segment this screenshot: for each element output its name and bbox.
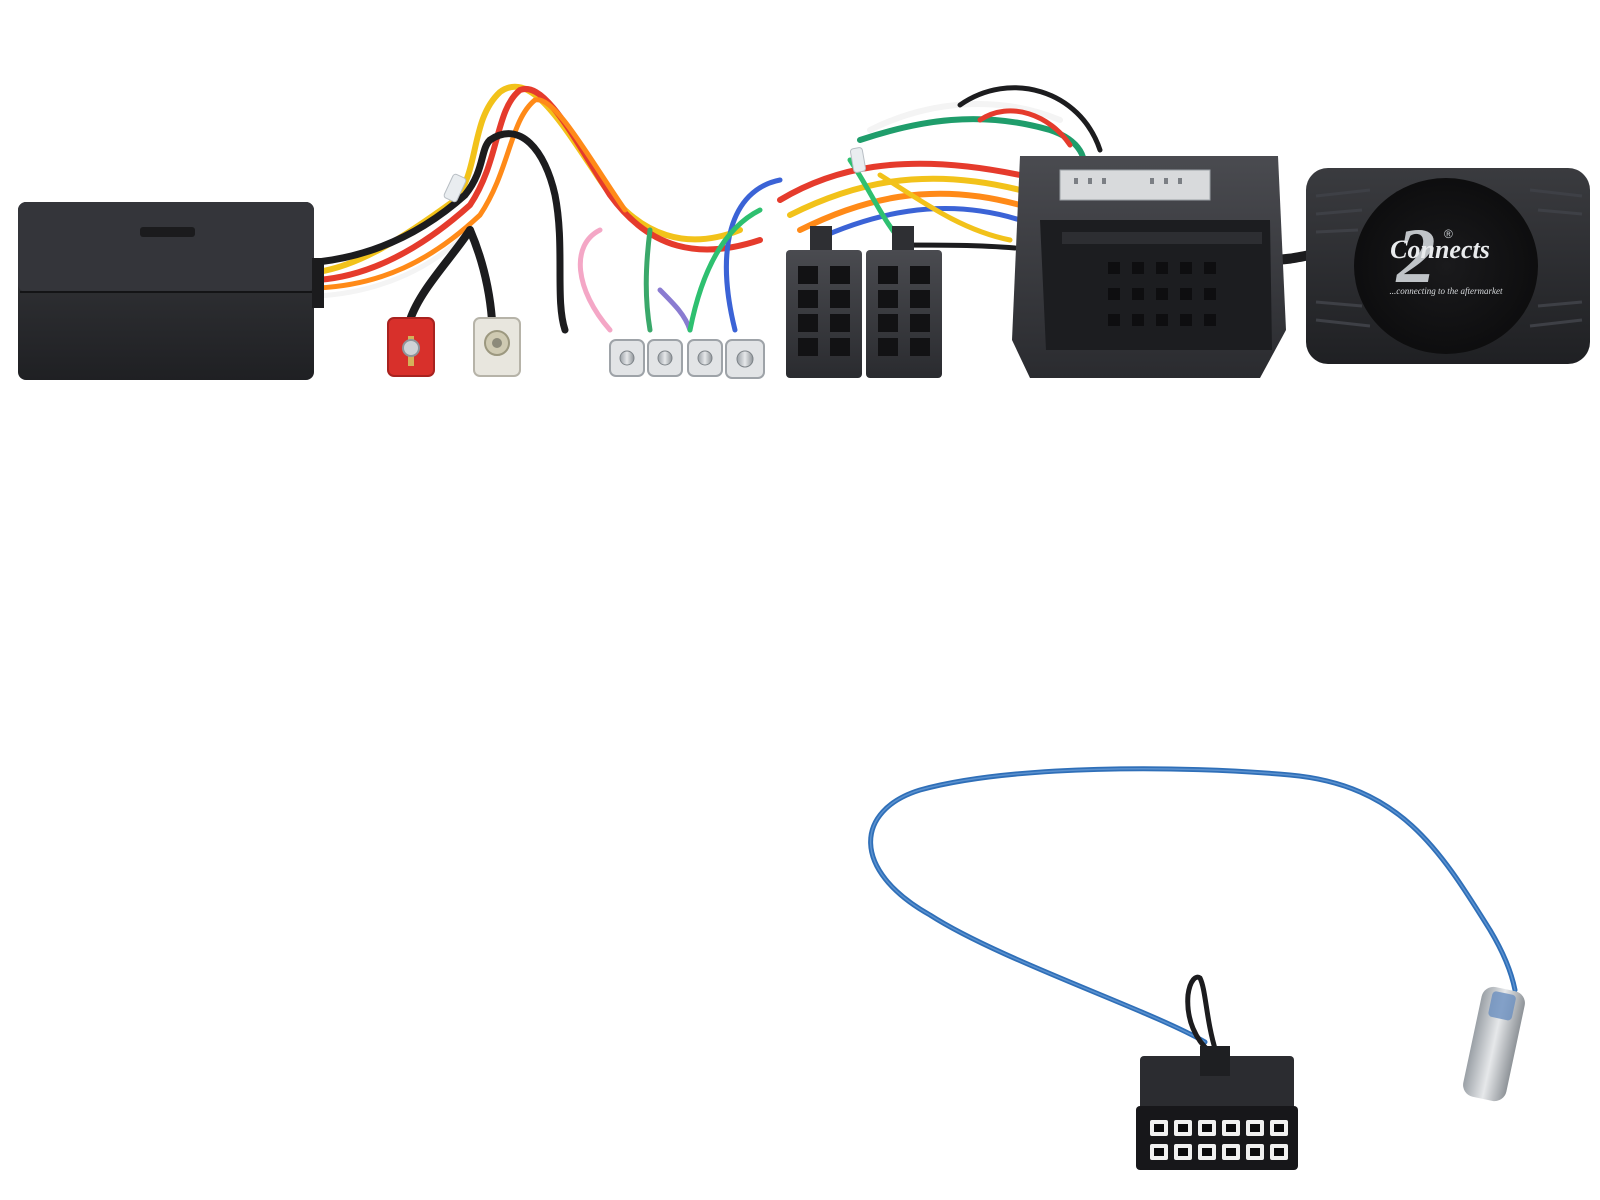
interface-box	[18, 202, 324, 380]
logo-registered-mark: ®	[1444, 227, 1453, 241]
rca-plug-white	[473, 317, 521, 377]
spade-terminal	[609, 339, 645, 377]
antenna-plug	[1463, 986, 1525, 1102]
spade-terminal	[647, 339, 683, 377]
logo-tagline: ...connecting to the aftermarket	[1390, 286, 1503, 296]
logo-numeral: 2	[1396, 212, 1436, 299]
spade-terminal	[687, 339, 723, 377]
vehicle-connector	[1012, 156, 1286, 378]
iso-connector-left	[786, 226, 862, 378]
spade-terminals	[609, 339, 765, 379]
logo-brand-text: Connects	[1390, 235, 1490, 264]
iso-connector-right	[866, 226, 942, 378]
antenna-adapter	[868, 766, 1525, 1170]
spade-terminal	[725, 339, 765, 379]
molex-connector	[1136, 1046, 1298, 1170]
rca-plug-red	[387, 317, 435, 377]
wire-bundle	[314, 83, 1315, 334]
logo-module: 2 Connects ® ...connecting to the afterm…	[1306, 168, 1590, 364]
